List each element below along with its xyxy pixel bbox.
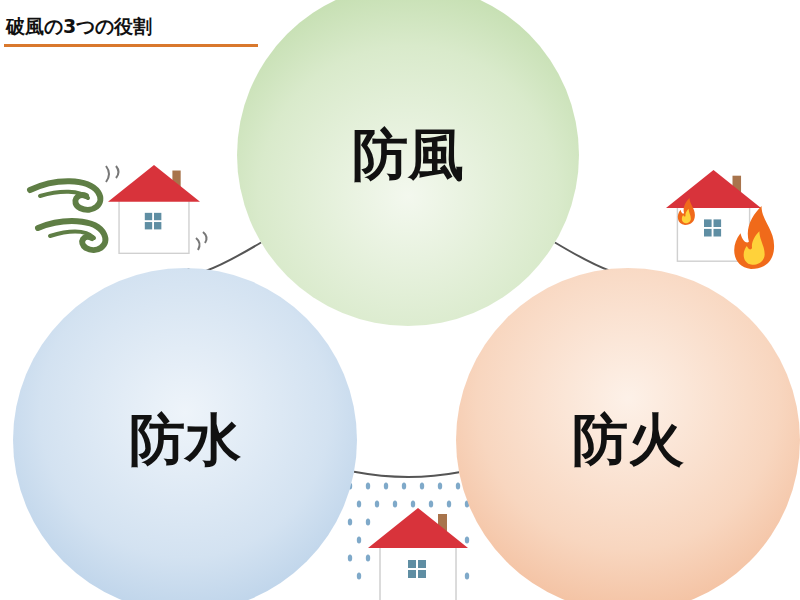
- role-circle: 防風: [237, 0, 579, 326]
- role-circle: 防水: [13, 268, 357, 600]
- rain-house: [348, 483, 469, 600]
- wind-house: [30, 165, 207, 253]
- diagram-title: 破風の3つの役割: [6, 14, 152, 40]
- ring-connector: [354, 472, 459, 477]
- circle-label: 防水: [129, 409, 241, 471]
- role-circle: 防火: [456, 268, 800, 600]
- title-underline: [4, 44, 258, 47]
- circle-label: 防火: [572, 409, 684, 471]
- fire-house: [666, 170, 774, 269]
- circle-label: 防風: [352, 124, 464, 186]
